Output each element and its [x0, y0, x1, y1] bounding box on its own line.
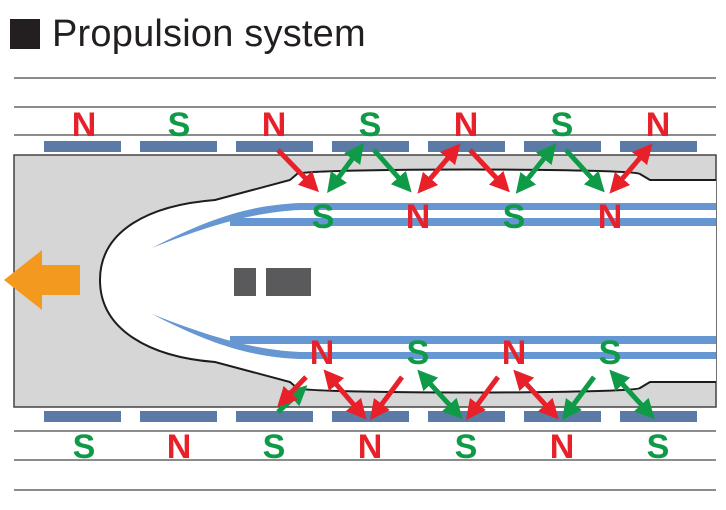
pole-label: N: [502, 334, 527, 372]
track-top-poles: N S N S N S N: [72, 106, 671, 144]
pole-label: N: [406, 198, 431, 236]
pole-label: N: [550, 428, 575, 466]
track-coil: [44, 141, 121, 152]
attract-arrow: [466, 375, 501, 421]
attract-arrow: [609, 143, 653, 194]
pole-label: S: [73, 428, 96, 466]
attract-arrow: [276, 148, 319, 193]
pole-label: S: [647, 428, 670, 466]
pole-label: S: [455, 428, 478, 466]
attract-arrow: [515, 143, 557, 194]
pole-label: S: [263, 428, 286, 466]
pole-label: S: [599, 334, 622, 372]
page-title: Propulsion system: [52, 12, 366, 55]
pole-label: S: [551, 106, 574, 144]
window: [266, 268, 311, 296]
vehicle-bottom-poles: N S N S: [310, 334, 622, 372]
vehicle-stripe: [152, 314, 716, 359]
attract-arrow: [513, 369, 559, 420]
vehicle-stripe: [230, 218, 716, 226]
track-coil: [428, 141, 505, 152]
attract-arrow: [372, 148, 412, 193]
pole-label: S: [503, 198, 526, 236]
force-arrows-top: [276, 142, 653, 194]
track-coil: [140, 411, 217, 422]
track-coil: [620, 411, 697, 422]
track-coil: [236, 411, 313, 422]
title-row: Propulsion system: [10, 12, 366, 56]
vehicle-stripe: [152, 203, 716, 248]
attract-arrow: [370, 375, 405, 421]
pole-label: N: [358, 428, 383, 466]
pole-label: N: [167, 428, 192, 466]
pole-label: N: [598, 198, 623, 236]
track-coil: [620, 141, 697, 152]
attract-arrow: [417, 143, 461, 194]
track-bottom-coils: [44, 411, 697, 422]
track-coil: [236, 141, 313, 152]
vehicle-stripes: [152, 203, 716, 359]
track-coil: [524, 141, 601, 152]
track-coil: [332, 141, 409, 152]
pole-label: N: [310, 334, 335, 372]
direction-arrow-icon: [4, 250, 80, 310]
track-coil: [332, 411, 409, 422]
pole-label: S: [359, 106, 382, 144]
attract-arrow: [323, 369, 367, 420]
track-coil: [524, 411, 601, 422]
attract-arrow: [564, 148, 605, 193]
title-square-icon: [10, 19, 40, 49]
track-coil: [140, 141, 217, 152]
track-bottom-poles: S N S N S N S: [73, 428, 670, 466]
track-coil: [428, 411, 505, 422]
track-top-coils: [44, 141, 697, 152]
track-coil: [44, 411, 121, 422]
force-arrows-bottom: [276, 369, 655, 421]
attract-arrow: [327, 142, 364, 194]
pole-label: N: [454, 106, 479, 144]
pole-label: S: [168, 106, 191, 144]
vehicle-stripe: [230, 336, 716, 344]
window: [234, 268, 256, 296]
attract-arrow: [468, 148, 510, 193]
attract-arrow: [609, 369, 655, 420]
attract-arrow: [277, 375, 308, 408]
pole-label: N: [262, 106, 287, 144]
pole-label: N: [72, 106, 97, 144]
attract-arrow: [417, 369, 463, 420]
attract-arrow: [562, 375, 597, 421]
pole-label: S: [407, 334, 430, 372]
pole-label: S: [312, 198, 335, 236]
pole-label: N: [646, 106, 671, 144]
vehicle-top-poles: S N S N: [312, 198, 623, 236]
